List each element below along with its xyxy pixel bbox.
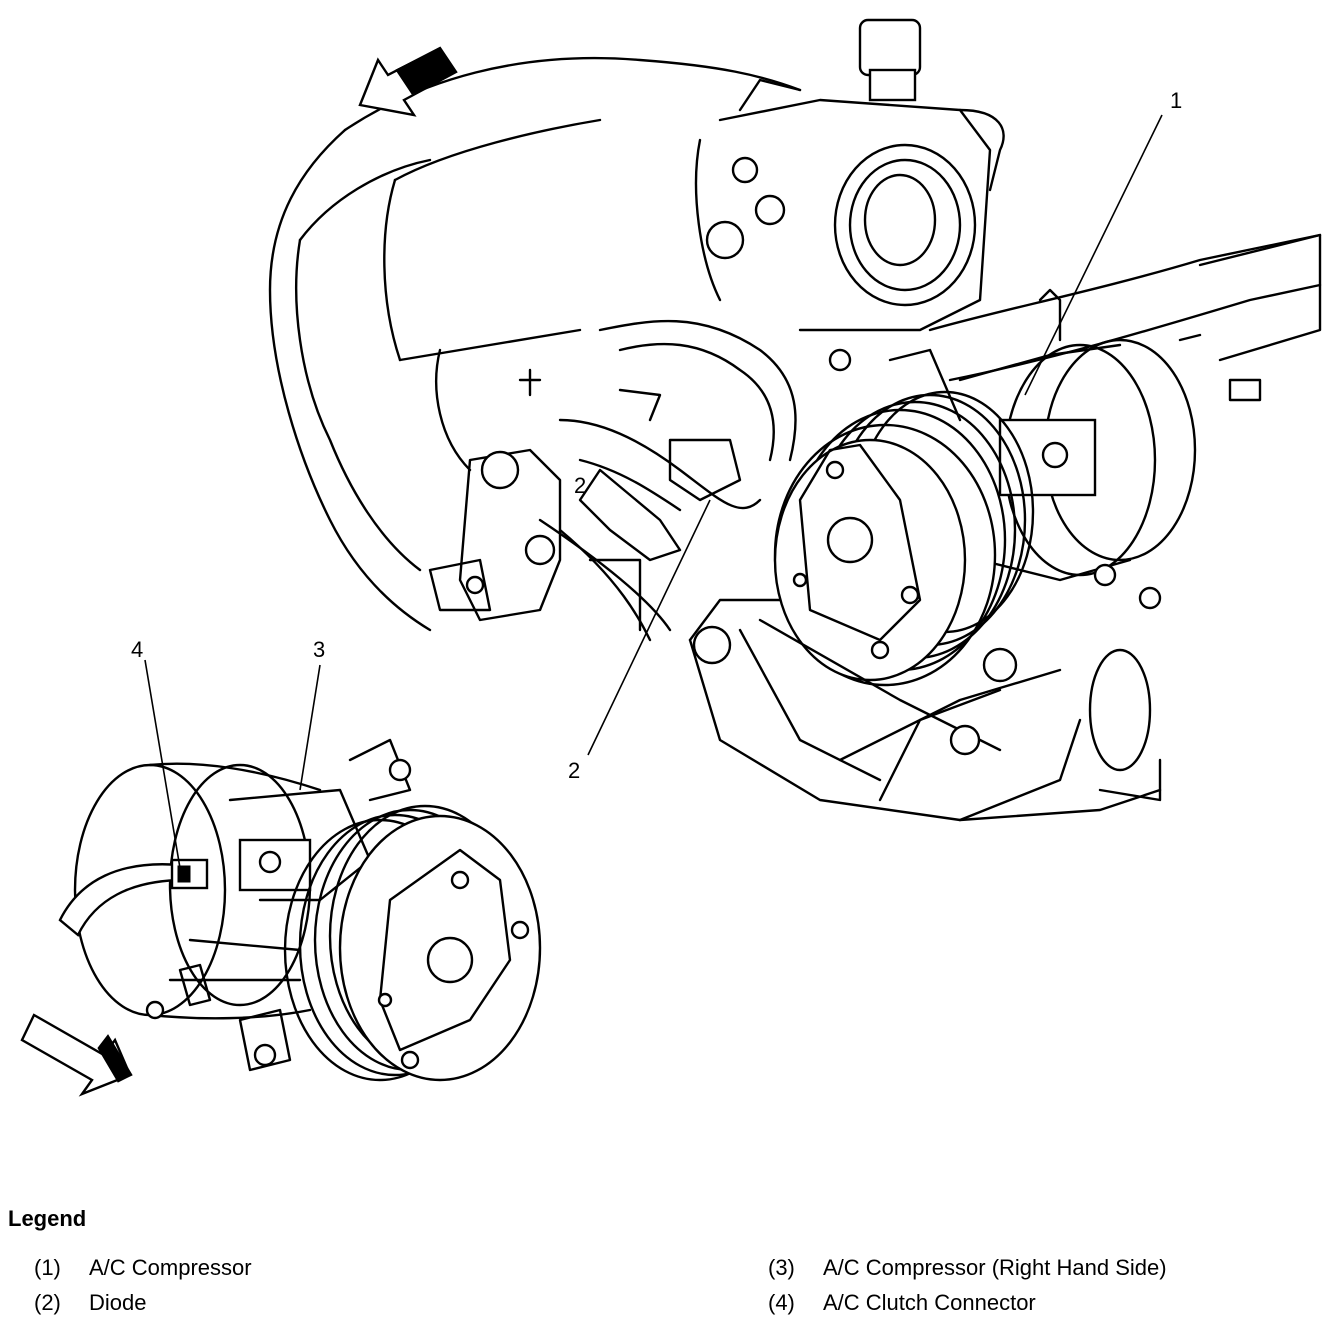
arrow-top-left xyxy=(358,46,458,117)
engine-ac-compressor-diagram: 1 2 2 3 4 xyxy=(20,18,1322,1097)
throttle-body xyxy=(694,18,1005,332)
callout-1: 1 xyxy=(1170,88,1182,113)
callout-2: 2 xyxy=(568,758,580,783)
legend-item-number: (1) xyxy=(34,1255,61,1280)
legend-item-1: (1) A/C Compressor xyxy=(34,1255,252,1281)
legend-item-label: Diode xyxy=(89,1290,147,1315)
arrow-bottom-left xyxy=(20,1013,133,1097)
engine-assembly xyxy=(268,18,1322,822)
legend-item-label: A/C Compressor xyxy=(89,1255,252,1280)
legend-item-4: (4) A/C Clutch Connector xyxy=(768,1290,1036,1316)
legend-item-3: (3) A/C Compressor (Right Hand Side) xyxy=(768,1255,1167,1281)
legend-item-label: A/C Compressor (Right Hand Side) xyxy=(823,1255,1167,1280)
legend-item-2: (2) Diode xyxy=(34,1290,146,1316)
legend-item-number: (2) xyxy=(34,1290,61,1315)
ac-compressor-rhs-drawing xyxy=(58,738,542,1082)
legend-title: Legend xyxy=(8,1206,87,1231)
legend-item-number: (4) xyxy=(768,1290,795,1315)
ac-compressor-1-drawing xyxy=(773,338,1197,687)
callout-4: 4 xyxy=(131,637,143,662)
callout-leaders xyxy=(144,114,1163,869)
callout-3: 3 xyxy=(313,637,325,662)
legend-item-label: A/C Clutch Connector xyxy=(823,1290,1036,1315)
callout-2-inner: 2 xyxy=(574,473,586,498)
legend-item-number: (3) xyxy=(768,1255,795,1280)
